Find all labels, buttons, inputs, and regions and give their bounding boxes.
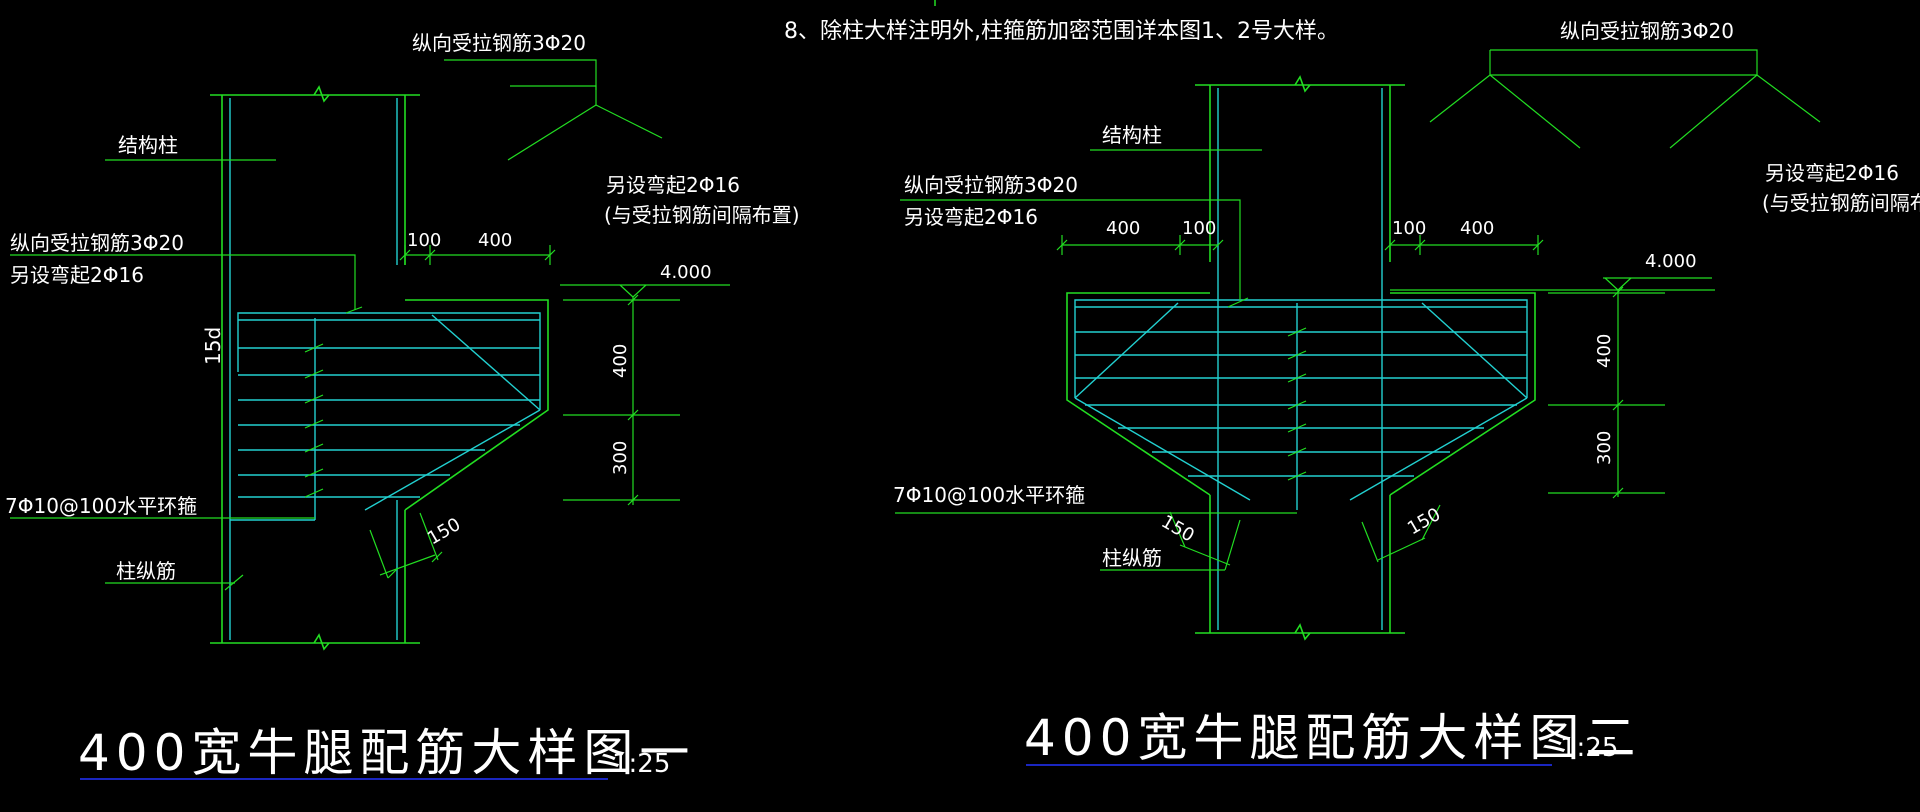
detail-2: 纵向受拉钢筋3Φ20 结构柱 纵向受拉钢筋3Φ20 另设弯起2Φ16 另设弯起2…	[893, 19, 1920, 767]
detail1-label-hoops: 7Φ10@100水平环箍	[5, 494, 197, 518]
detail2-dim-100-right: 100	[1392, 218, 1426, 239]
detail2-column-rebars	[1217, 88, 1383, 630]
detail1-label-tension-top: 纵向受拉钢筋3Φ20	[412, 31, 586, 55]
detail2-column-outline	[1066, 75, 1536, 641]
detail1-dim-150: 150	[424, 514, 464, 549]
detail2-dim-150-left: 150	[1158, 511, 1198, 546]
general-note: 8、除柱大样注明外,柱箍筋加密范围详本图1、2号大样。	[784, 19, 1339, 44]
detail1-column-outline	[210, 85, 549, 651]
detail1-dimensions	[10, 59, 730, 591]
detail1-dim-400: 400	[478, 230, 512, 251]
detail2-elevation: 4.000	[1645, 251, 1697, 272]
detail1-corbel-rebars	[230, 312, 541, 521]
detail1-dim-h400: 400	[610, 344, 631, 378]
detail1-label-bent-bar: 另设弯起2Φ16	[606, 173, 740, 197]
detail1-title: 400宽牛腿配筋大样图一	[78, 724, 695, 782]
detail1-label-structural-column: 结构柱	[118, 133, 178, 157]
detail2-dimensions	[895, 49, 1821, 571]
detail2-dim-400-right: 400	[1460, 218, 1494, 239]
detail2-label-tension-side: 纵向受拉钢筋3Φ20	[904, 173, 1078, 197]
detail1-label-bent-side: 另设弯起2Φ16	[10, 263, 144, 287]
detail2-label-bent-side: 另设弯起2Φ16	[904, 205, 1038, 229]
detail2-dim-h300: 300	[1594, 431, 1615, 465]
detail2-label-bent-bar: 另设弯起2Φ16	[1765, 161, 1899, 185]
detail2-dim-h400: 400	[1594, 334, 1615, 368]
detail1-scale: 1:25	[612, 749, 670, 779]
detail1-dim-100: 100	[407, 230, 441, 251]
detail1-label-column-bars: 柱纵筋	[116, 559, 176, 583]
detail1-label-tension-side: 纵向受拉钢筋3Φ20	[10, 231, 184, 255]
detail2-label-column-bars: 柱纵筋	[1102, 546, 1162, 570]
detail1-label-bent-bar-note: (与受拉钢筋间隔布置)	[604, 203, 800, 227]
detail2-label-hoops: 7Φ10@100水平环箍	[893, 483, 1085, 507]
detail2-dim-400-left: 400	[1106, 218, 1140, 239]
detail2-label-structural-column: 结构柱	[1102, 123, 1162, 147]
detail1-dim-h300: 300	[610, 441, 631, 475]
detail2-scale: 1:25	[1560, 733, 1618, 763]
detail2-label-bent-bar-note: (与受拉钢筋间隔布置)	[1762, 191, 1920, 215]
detail1-elevation: 4.000	[660, 262, 712, 283]
detail2-title: 400宽牛腿配筋大样图二	[1024, 709, 1641, 767]
detail1-label-anchor-length: 15d	[201, 327, 225, 365]
detail2-dim-100-left: 100	[1182, 218, 1216, 239]
detail2-corbel-rebars	[1074, 299, 1528, 510]
detail1-column-rebars	[229, 98, 398, 640]
detail-1: 纵向受拉钢筋3Φ20 结构柱 另设弯起2Φ16 (与受拉钢筋间隔布置) 纵向受拉…	[5, 31, 800, 782]
detail2-label-tension-top: 纵向受拉钢筋3Φ20	[1560, 19, 1734, 43]
